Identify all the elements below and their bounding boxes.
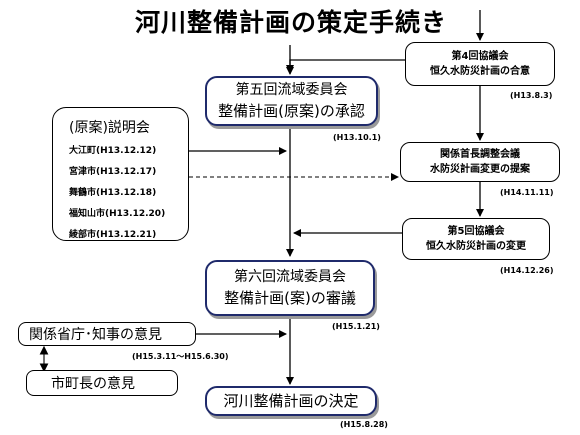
node-council4-line2: 恒久水防災計画の合意 — [430, 66, 530, 77]
node-mayor-opinion: 市町長の意見 — [26, 370, 178, 396]
node-agency-opinion-date: (H15.3.11～H15.6.30) — [132, 352, 229, 361]
node-committee6-date: (H15.1.21) — [332, 322, 380, 331]
node-decision-label: 河川整備計画の決定 — [223, 392, 359, 410]
sessions-title: (原案)説明会 — [69, 120, 150, 136]
session-item: 福知山市(H13.12.20) — [69, 204, 188, 225]
session-place: 舞鶴市 — [69, 188, 97, 198]
node-agency-opinion-label: 関係省庁･知事の意見 — [29, 327, 162, 343]
node-council5-date: (H14.12.26) — [500, 266, 554, 275]
node-committee5-line1: 第五回流域委員会 — [235, 82, 348, 98]
session-item: 大江町(H13.12.12) — [69, 141, 188, 162]
sessions-box: (原案)説明会 大江町(H13.12.12) 宮津市(H13.12.17) 舞鶴… — [52, 107, 189, 241]
session-item: 宮津市(H13.12.17) — [69, 162, 188, 183]
session-place: 福知山市 — [69, 209, 106, 219]
node-mayor-opinion-label: 市町長の意見 — [51, 376, 135, 392]
node-agency-opinion: 関係省庁･知事の意見 — [18, 322, 196, 346]
node-mayors-meeting-line1: 関係首長調整会議 — [440, 149, 520, 160]
node-council5: 第5回協議会 恒久水防災計画の変更 — [402, 218, 550, 260]
session-date: (H13.12.20) — [105, 209, 166, 219]
node-committee6-line2: 整備計画(案)の審議 — [224, 289, 356, 307]
node-mayors-meeting-date: (H14.11.11) — [500, 188, 554, 197]
arrowhead-up — [39, 345, 49, 355]
diagram-title: 河川整備計画の策定手続き — [135, 8, 448, 37]
node-council5-line1: 第5回協議会 — [447, 226, 505, 237]
node-committee5-line2: 整備計画(原案)の承認 — [218, 102, 365, 120]
session-item: 綾部市(H13.12.21) — [69, 225, 188, 246]
session-date: (H13.12.21) — [96, 230, 157, 240]
node-mayors-meeting-line2: 水防災計画変更の提案 — [430, 164, 530, 175]
node-mayors-meeting: 関係首長調整会議 水防災計画変更の提案 — [400, 142, 560, 182]
session-item: 舞鶴市(H13.12.18) — [69, 183, 188, 204]
node-committee6: 第六回流域委員会 整備計画(案)の審議 — [205, 260, 375, 316]
node-committee6-line1: 第六回流域委員会 — [234, 269, 346, 285]
node-council4-line1: 第4回協議会 — [451, 51, 509, 62]
session-place: 綾部市 — [69, 230, 97, 240]
node-committee5: 第五回流域委員会 整備計画(原案)の承認 — [205, 76, 378, 126]
node-decision: 河川整備計画の決定 — [205, 386, 377, 416]
node-council5-line2: 恒久水防災計画の変更 — [426, 241, 526, 252]
session-place: 宮津市 — [69, 167, 97, 177]
session-date: (H13.12.18) — [96, 188, 157, 198]
node-committee5-date: (H13.10.1) — [333, 133, 381, 142]
node-decision-date: (H15.8.28) — [340, 420, 388, 429]
session-date: (H13.12.12) — [96, 146, 157, 156]
node-council4: 第4回協議会 恒久水防災計画の合意 — [405, 42, 555, 86]
arrowhead-down — [39, 363, 49, 373]
session-place: 大江町 — [69, 146, 97, 156]
connector-council4-to-committee5 — [286, 59, 405, 73]
node-council4-date: (H13.8.3) — [510, 91, 553, 100]
session-date: (H13.12.17) — [96, 167, 157, 177]
